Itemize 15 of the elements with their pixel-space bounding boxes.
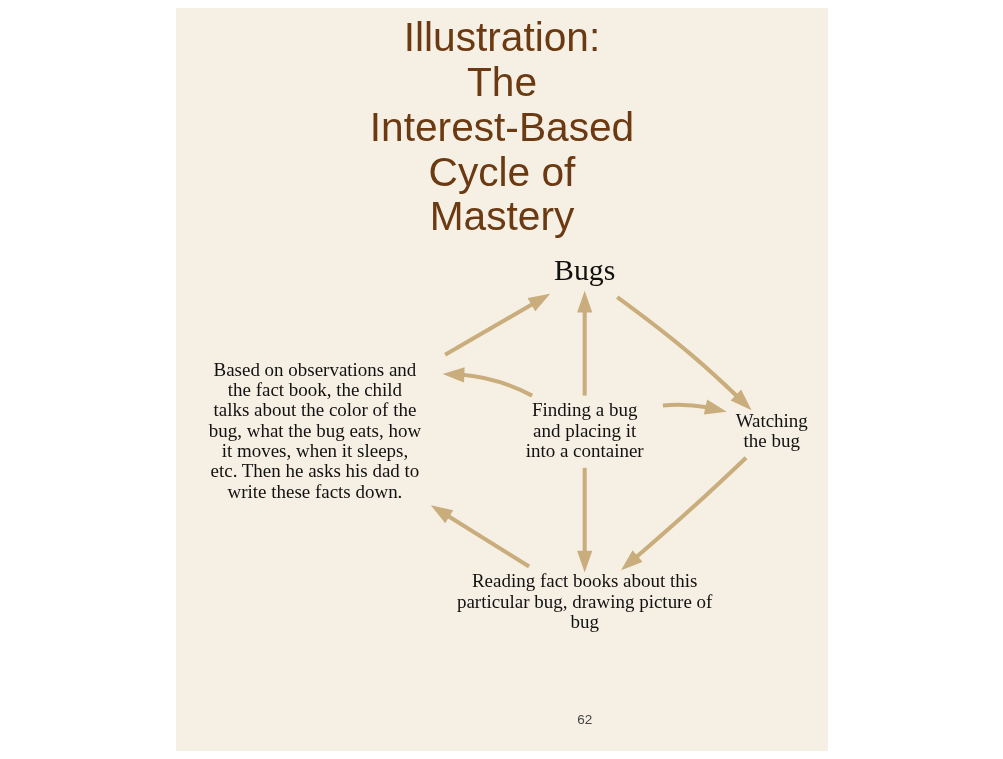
arrow [430,505,530,569]
node-text: Bugs [553,253,615,287]
arrow [620,456,747,571]
diagram-title: Illustration: The Interest-Based Cycle of Mastery [369,14,634,240]
arrow [576,290,592,396]
label: 62 [576,712,592,728]
node-text: Watching the bug [735,409,808,451]
arrow [443,293,550,357]
node-text: Reading fact books about this particular bug, drawing picture of bug [456,570,712,632]
node-text: Based on observations and the fact book, the child talks about the color of the bug, what the bug eats, how it moves, when it sleeps, etc. Then he asks his dad to write these facts down. [208,358,421,502]
arrow [576,467,592,573]
arrow [662,399,727,415]
arrow [442,367,533,398]
arrow [615,295,752,411]
node-text: Finding a bug and placing it into a container [525,399,644,462]
